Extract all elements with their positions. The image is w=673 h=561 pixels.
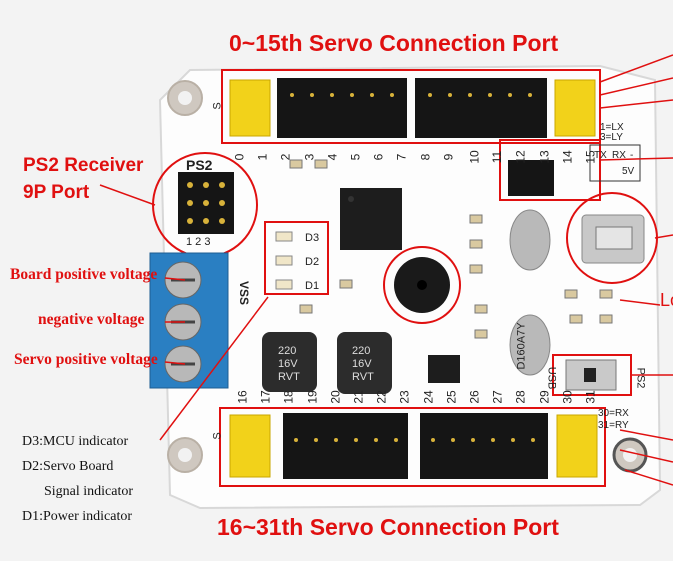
board-positive-label: Board positive voltage <box>10 266 158 283</box>
port-number: 0 <box>232 153 247 161</box>
uart-rx: RX <box>612 150 626 161</box>
port-number: 28 <box>514 390 529 404</box>
s-marker-bottom: S <box>211 432 224 440</box>
soic-chip <box>428 355 460 383</box>
uart-tx: TX <box>594 150 607 161</box>
port-number: 9 <box>441 153 456 161</box>
pin-3-ly: 3=LY <box>600 132 623 143</box>
pin-1-lx: 1=LX <box>600 122 624 133</box>
port-number: 10 <box>467 150 482 164</box>
right-partial-label: Lo <box>660 290 673 310</box>
port-number: 30 <box>560 390 575 404</box>
port-number: 31 <box>583 390 598 404</box>
ps2-switch-label: PS2 <box>634 367 647 389</box>
port-number: 4 <box>325 153 340 161</box>
pcb-ps2-text: PS2 <box>186 157 213 173</box>
uart-gnd: - <box>630 150 634 161</box>
port-number: 19 <box>305 390 320 404</box>
uart-jumper <box>499 139 641 201</box>
port-number: 18 <box>282 390 297 404</box>
d1-description: D1:Power indicator <box>22 509 133 524</box>
port-number: 12 <box>514 150 529 164</box>
top-header <box>221 69 601 144</box>
cap1-text-2: 16V <box>278 358 298 370</box>
capacitors <box>262 332 392 394</box>
port-number: 23 <box>398 390 413 404</box>
cap2-text-1: 220 <box>352 345 371 357</box>
cap1-text-3: RVT <box>278 371 300 383</box>
port-number: 21 <box>351 390 366 404</box>
smd-parts <box>289 159 613 339</box>
port-number: 2 <box>278 153 293 161</box>
terminal-block <box>149 252 229 389</box>
port-number: 5 <box>348 153 363 161</box>
pcb-d3: D3 <box>305 232 320 244</box>
d3-description: D3:MCU indicator <box>22 434 129 449</box>
port-number: 14 <box>560 150 575 164</box>
port-number: 26 <box>467 390 482 404</box>
cap2-text-2: 16V <box>352 358 372 370</box>
bottom-port-label: 16~31th Servo Connection Port <box>217 514 559 540</box>
negative-label: negative voltage <box>38 311 145 328</box>
cap2-text-3: RVT <box>352 371 374 383</box>
servo-positive-label: Servo positive voltage <box>14 351 158 368</box>
port-number: 29 <box>537 390 552 404</box>
ps2-receiver-label-1: PS2 Receiver <box>23 155 144 176</box>
port-number: 22 <box>374 390 389 404</box>
port-number: 8 <box>417 153 432 161</box>
port-number: 24 <box>421 390 436 404</box>
usb-switch-label: USB <box>545 366 558 390</box>
header-pins <box>290 93 535 442</box>
port-number: 1 <box>255 153 270 161</box>
d2-description-1: D2:Servo Board <box>22 459 114 474</box>
pin-31-ry: 31=RY <box>598 420 629 431</box>
port-number: 7 <box>394 153 409 161</box>
uart-5v: 5V <box>622 166 635 177</box>
port-number: 25 <box>444 390 459 404</box>
port-number: 6 <box>371 153 386 161</box>
port-number: 17 <box>258 390 273 404</box>
buzzer <box>383 246 461 324</box>
port-number: 13 <box>537 150 552 164</box>
crystal-text: D160A7Y <box>515 322 528 370</box>
port-number: 20 <box>328 390 343 404</box>
mcu-chip <box>340 188 402 250</box>
pin-30-rx: 30=RX <box>598 408 629 419</box>
bottom-header <box>219 407 606 487</box>
leader-lines <box>99 54 673 486</box>
cap1-text-1: 220 <box>278 345 297 357</box>
top-port-label: 0~15th Servo Connection Port <box>229 30 559 56</box>
pcb-d1: D1 <box>305 280 320 292</box>
port-number: 27 <box>490 390 505 404</box>
port-number: 3 <box>301 153 316 161</box>
pcb-pins-123: 1 2 3 <box>186 236 211 248</box>
s-marker-top: S <box>211 102 224 110</box>
port-number: 11 <box>490 150 505 164</box>
pcb-vss-text: VSS <box>237 280 252 306</box>
led-indicators <box>264 221 329 295</box>
port-number: 16 <box>235 390 250 404</box>
d2-description-2: Signal indicator <box>44 484 134 499</box>
port-number: 15 <box>583 150 598 164</box>
pcb-d2: D2 <box>305 256 320 268</box>
ps2-receiver-label-2: 9P Port <box>23 182 90 203</box>
